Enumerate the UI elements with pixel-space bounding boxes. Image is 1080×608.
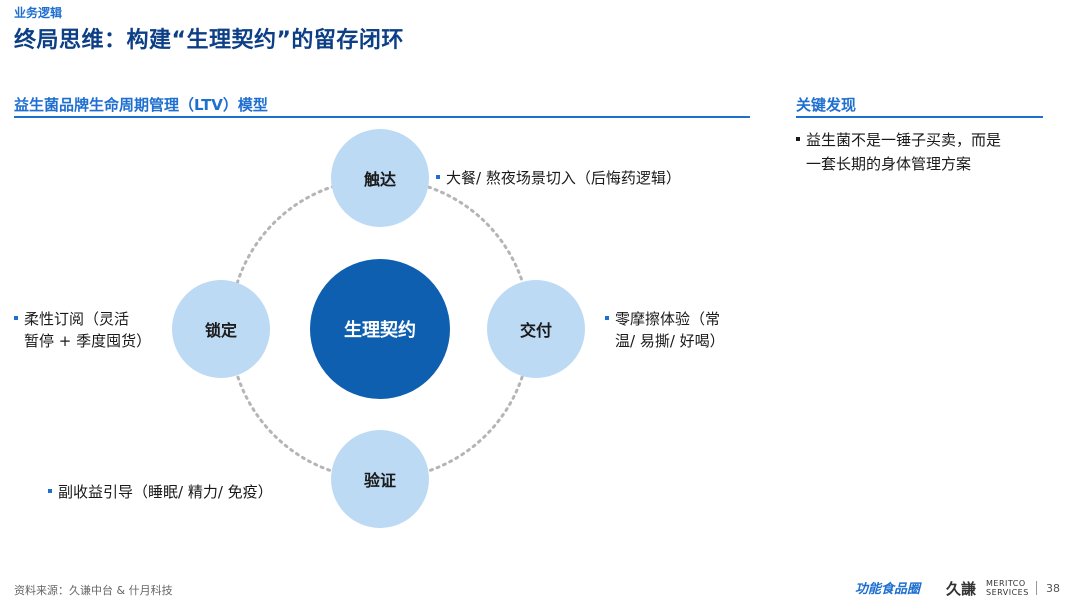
bullet-marker [14, 315, 18, 320]
note-lock-line2: 暂停 + 季度囤货） [24, 332, 152, 350]
bullet-marker [605, 315, 609, 320]
key-finding: 益生菌不是一锤子买卖，而是 一套长期的身体管理方案 [796, 128, 1056, 176]
node-deliver: 交付 [487, 280, 585, 378]
bullet-marker [48, 488, 52, 493]
note-reach-text: 大餐/ 熬夜场景切入（后悔药逻辑） [446, 169, 681, 187]
node-reach: 触达 [331, 129, 429, 227]
note-lock: 柔性订阅（灵活 暂停 + 季度囤货） [14, 308, 151, 352]
footer-divider [1036, 581, 1037, 595]
note-reach: 大餐/ 熬夜场景切入（后悔药逻辑） [436, 167, 681, 189]
note-verify-text: 副收益引导（睡眠/ 精力/ 免疫） [58, 483, 273, 501]
finding-line2: 一套长期的身体管理方案 [806, 155, 972, 173]
note-lock-line1: 柔性订阅（灵活 [24, 310, 130, 328]
note-verify: 副收益引导（睡眠/ 精力/ 免疫） [48, 481, 273, 503]
node-lock: 锁定 [172, 280, 270, 378]
note-deliver-line1: 零摩擦体验（常 [615, 310, 721, 328]
bullet-marker [796, 136, 800, 141]
company-logo-en: MERITCO SERVICES [986, 579, 1029, 597]
company-logo-en-line2: SERVICES [986, 588, 1029, 597]
findings-section-rule [796, 116, 1043, 118]
company-logo-cn: 久謙 [946, 580, 977, 598]
source-note: 资料来源：久谦中台 & 什月科技 [14, 584, 173, 597]
node-verify: 验证 [331, 430, 429, 528]
brand-logo: 功能食品圈 [855, 582, 921, 597]
page-number: 38 [1046, 582, 1060, 595]
page-title: 终局思维：构建“生理契约”的留存闭环 [14, 28, 404, 53]
section-category: 业务逻辑 [14, 6, 63, 20]
note-deliver: 零摩擦体验（常 温/ 易撕/ 好喝） [605, 308, 725, 352]
company-logo-en-line1: MERITCO [986, 579, 1026, 588]
findings-section-title: 关键发现 [796, 96, 857, 114]
finding-line1: 益生菌不是一锤子买卖，而是 [806, 131, 1002, 149]
model-section-rule [14, 116, 750, 118]
note-deliver-line2: 温/ 易撕/ 好喝） [615, 332, 725, 350]
model-section-title: 益生菌品牌生命周期管理（LTV）模型 [14, 96, 268, 114]
bullet-marker [436, 174, 440, 179]
center-physiological-contract: 生理契约 [310, 259, 450, 399]
